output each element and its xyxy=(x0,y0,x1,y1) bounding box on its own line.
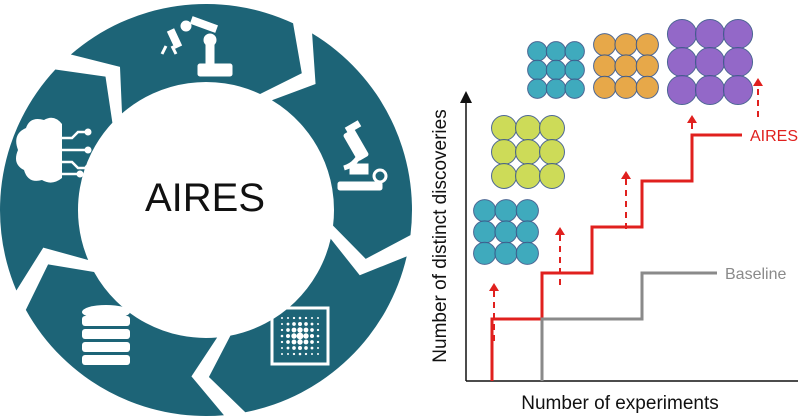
diffraction-spot xyxy=(310,328,314,332)
diffraction-spot xyxy=(317,323,319,325)
diffraction-spot xyxy=(280,328,284,332)
diffraction-spot xyxy=(281,353,283,355)
diffraction-spot xyxy=(281,347,283,349)
diffraction-spot xyxy=(292,346,296,350)
diffraction-spot xyxy=(281,323,283,325)
diffraction-spot xyxy=(304,346,308,350)
diffraction-pattern-icon xyxy=(270,306,330,366)
crystal-structure xyxy=(491,115,565,189)
series-line-aires xyxy=(490,133,742,381)
diffraction-spot xyxy=(298,322,302,326)
diffraction-spot xyxy=(310,346,314,350)
series-label-aires: AIRES xyxy=(750,128,798,145)
cycle-segment-diffraction-pattern xyxy=(208,238,407,413)
diffraction-spot xyxy=(304,352,308,356)
brain-circuit-icon xyxy=(16,117,92,183)
diffraction-spot xyxy=(297,327,303,333)
diffraction-spot xyxy=(286,322,290,326)
x-axis-label: Number of experiments xyxy=(521,393,718,414)
discovery-arrowhead xyxy=(621,171,631,179)
diffraction-spot xyxy=(316,328,320,332)
discovery-arrowhead xyxy=(753,78,763,86)
crystal-structure xyxy=(473,199,539,265)
diffraction-spot xyxy=(310,322,314,326)
diffraction-spot xyxy=(298,352,302,356)
diffraction-spot xyxy=(298,346,302,350)
y-axis-label: Number of distinct discoveries xyxy=(430,109,451,362)
diffraction-spot xyxy=(303,339,309,345)
diffraction-spot xyxy=(291,339,297,345)
series-line-baseline xyxy=(540,271,717,381)
diffraction-spot xyxy=(304,316,308,320)
diffraction-spot xyxy=(303,327,309,333)
diffraction-spot xyxy=(287,317,289,319)
diffraction-spot xyxy=(292,352,296,356)
discovery-arrowhead xyxy=(555,227,565,235)
diffraction-spot xyxy=(304,322,308,326)
diffraction-spot xyxy=(317,347,319,349)
diffraction-spot xyxy=(317,317,319,319)
discovery-arrowhead xyxy=(687,115,697,123)
diffraction-spot xyxy=(317,353,319,355)
crystal-structure xyxy=(593,33,659,99)
diffraction-spot xyxy=(292,316,296,320)
series-label-baseline: Baseline xyxy=(725,266,786,283)
diffraction-spot xyxy=(286,334,290,338)
diffraction-spot xyxy=(287,353,289,355)
chart: Number of experiments Number of distinct… xyxy=(430,18,798,414)
cycle-segment-database xyxy=(25,264,224,416)
diffraction-spot xyxy=(292,322,296,326)
diffraction-spot xyxy=(286,340,290,344)
cycle-segment-microscope xyxy=(271,33,412,259)
diffraction-spot xyxy=(311,353,313,355)
diffraction-spot xyxy=(281,317,283,319)
diffraction-spot xyxy=(316,340,320,344)
discovery-arrowhead xyxy=(489,283,499,291)
diffraction-spot xyxy=(280,334,284,338)
robot-arm-icon xyxy=(160,16,233,77)
crystal-structure xyxy=(666,18,754,106)
diffraction-spot xyxy=(316,334,320,338)
diffraction-spot xyxy=(298,316,302,320)
diffraction-spot xyxy=(280,340,284,344)
diffraction-spot xyxy=(310,334,314,338)
diffraction-spot xyxy=(310,340,314,344)
diffraction-spot xyxy=(286,346,290,350)
diffraction-spot xyxy=(303,333,309,339)
microscope-icon xyxy=(337,120,388,191)
diffraction-spot xyxy=(291,327,297,333)
database-icon xyxy=(82,305,130,365)
diffraction-spot xyxy=(311,317,313,319)
diffraction-spot xyxy=(297,339,303,345)
diffraction-spot xyxy=(286,328,290,332)
crystal-structure xyxy=(527,41,585,99)
cycle-segment-robot-arm xyxy=(70,4,302,114)
diffraction-spot xyxy=(296,332,304,340)
diffraction-spot xyxy=(291,333,297,339)
cycle-center-label: AIRES xyxy=(144,176,266,220)
